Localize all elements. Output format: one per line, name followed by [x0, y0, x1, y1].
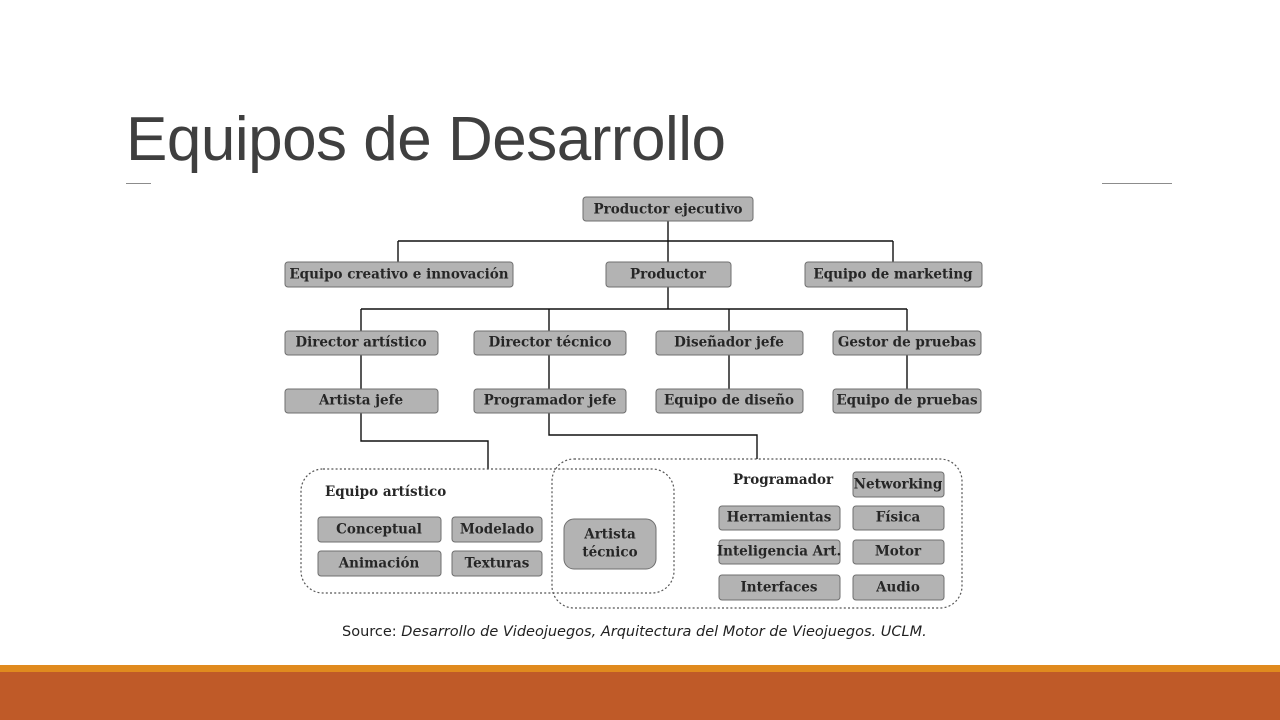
node-inteligencia: Inteligencia Art. — [717, 539, 841, 565]
node-label: Productor ejecutivo — [593, 202, 742, 218]
node-label: Física — [876, 510, 921, 526]
node-label: Gestor de pruebas — [838, 335, 977, 351]
node-label: Herramientas — [727, 510, 832, 526]
source-label: Source: — [342, 624, 397, 640]
node-label: Diseñador jefe — [674, 335, 784, 351]
source-citation: Source: Desarrollo de Videojuegos, Arqui… — [342, 624, 927, 640]
node-label: Artista jefe — [318, 393, 403, 409]
node-productor-ejecutivo: Productor ejecutivo — [582, 196, 754, 222]
node-equipo-diseno: Equipo de diseño — [655, 388, 804, 414]
node-modelado: Modelado — [451, 516, 543, 543]
node-label: Programador jefe — [484, 393, 617, 409]
node-motor: Motor — [852, 539, 945, 565]
group-programacion — [551, 458, 963, 609]
node-label: Networking — [854, 477, 943, 493]
node-label: Equipo de diseño — [664, 393, 794, 409]
node-label: Equipo de pruebas — [836, 393, 978, 409]
source-text: Desarrollo de Videojuegos, Arquitectura … — [401, 624, 927, 640]
node-programador-jefe: Programador jefe — [473, 388, 627, 414]
node-gestor-pruebas: Gestor de pruebas — [832, 330, 982, 356]
title-rule-right — [1102, 183, 1172, 184]
node-director-tecnico: Director técnico — [473, 330, 627, 356]
node-label: Motor — [875, 544, 922, 560]
group-equipo-artistico — [300, 468, 675, 594]
footer-accent-stripe — [0, 665, 1280, 672]
node-label: Equipo de marketing — [813, 267, 973, 283]
org-chart-connectors — [360, 220, 908, 469]
node-label: Equipo creativo e innovación — [289, 267, 508, 283]
node-disenador-jefe: Diseñador jefe — [655, 330, 804, 356]
node-texturas: Texturas — [451, 550, 543, 577]
node-equipo-marketing: Equipo de marketing — [804, 261, 983, 288]
node-equipo-creativo: Equipo creativo e innovación — [284, 261, 514, 288]
node-animacion: Animación — [317, 550, 442, 577]
node-label: Productor — [630, 267, 707, 283]
node-audio: Audio — [852, 574, 945, 601]
node-conceptual: Conceptual — [317, 516, 442, 543]
group-outlines: Equipo artístico Programador — [300, 458, 963, 609]
node-label-line2: técnico — [582, 545, 637, 561]
node-director-artistico: Director artístico — [284, 330, 439, 356]
node-label: Director técnico — [488, 335, 611, 351]
node-label: Modelado — [460, 522, 534, 538]
group-label-programador: Programador — [733, 472, 834, 488]
node-fisica: Física — [852, 505, 945, 531]
node-label: Inteligencia Art. — [717, 544, 841, 560]
connector-prog-to-group — [548, 413, 758, 459]
node-equipo-pruebas: Equipo de pruebas — [832, 388, 982, 414]
node-label: Director artístico — [295, 335, 426, 351]
node-label: Audio — [875, 580, 920, 596]
org-chart-diagram: Equipo artístico Programador Productor e… — [284, 196, 983, 609]
title-rule-left — [126, 183, 151, 184]
node-networking: Networking — [852, 471, 945, 498]
footer-band — [0, 672, 1280, 720]
node-artista-jefe: Artista jefe — [284, 388, 439, 414]
node-label: Interfaces — [740, 580, 817, 596]
node-label: Texturas — [465, 556, 530, 572]
node-label: Conceptual — [336, 522, 422, 538]
group-label-equipo-artistico: Equipo artístico — [325, 484, 446, 500]
node-interfaces: Interfaces — [718, 574, 841, 601]
node-label: Animación — [338, 556, 420, 572]
connector-artista-to-group — [360, 413, 489, 469]
node-artista-tecnico: Artista técnico — [563, 518, 657, 570]
slide-title: Equipos de Desarrollo — [126, 105, 726, 174]
node-productor: Productor — [605, 261, 732, 288]
node-herramientas: Herramientas — [718, 505, 841, 531]
node-label-line1: Artista — [583, 527, 636, 543]
